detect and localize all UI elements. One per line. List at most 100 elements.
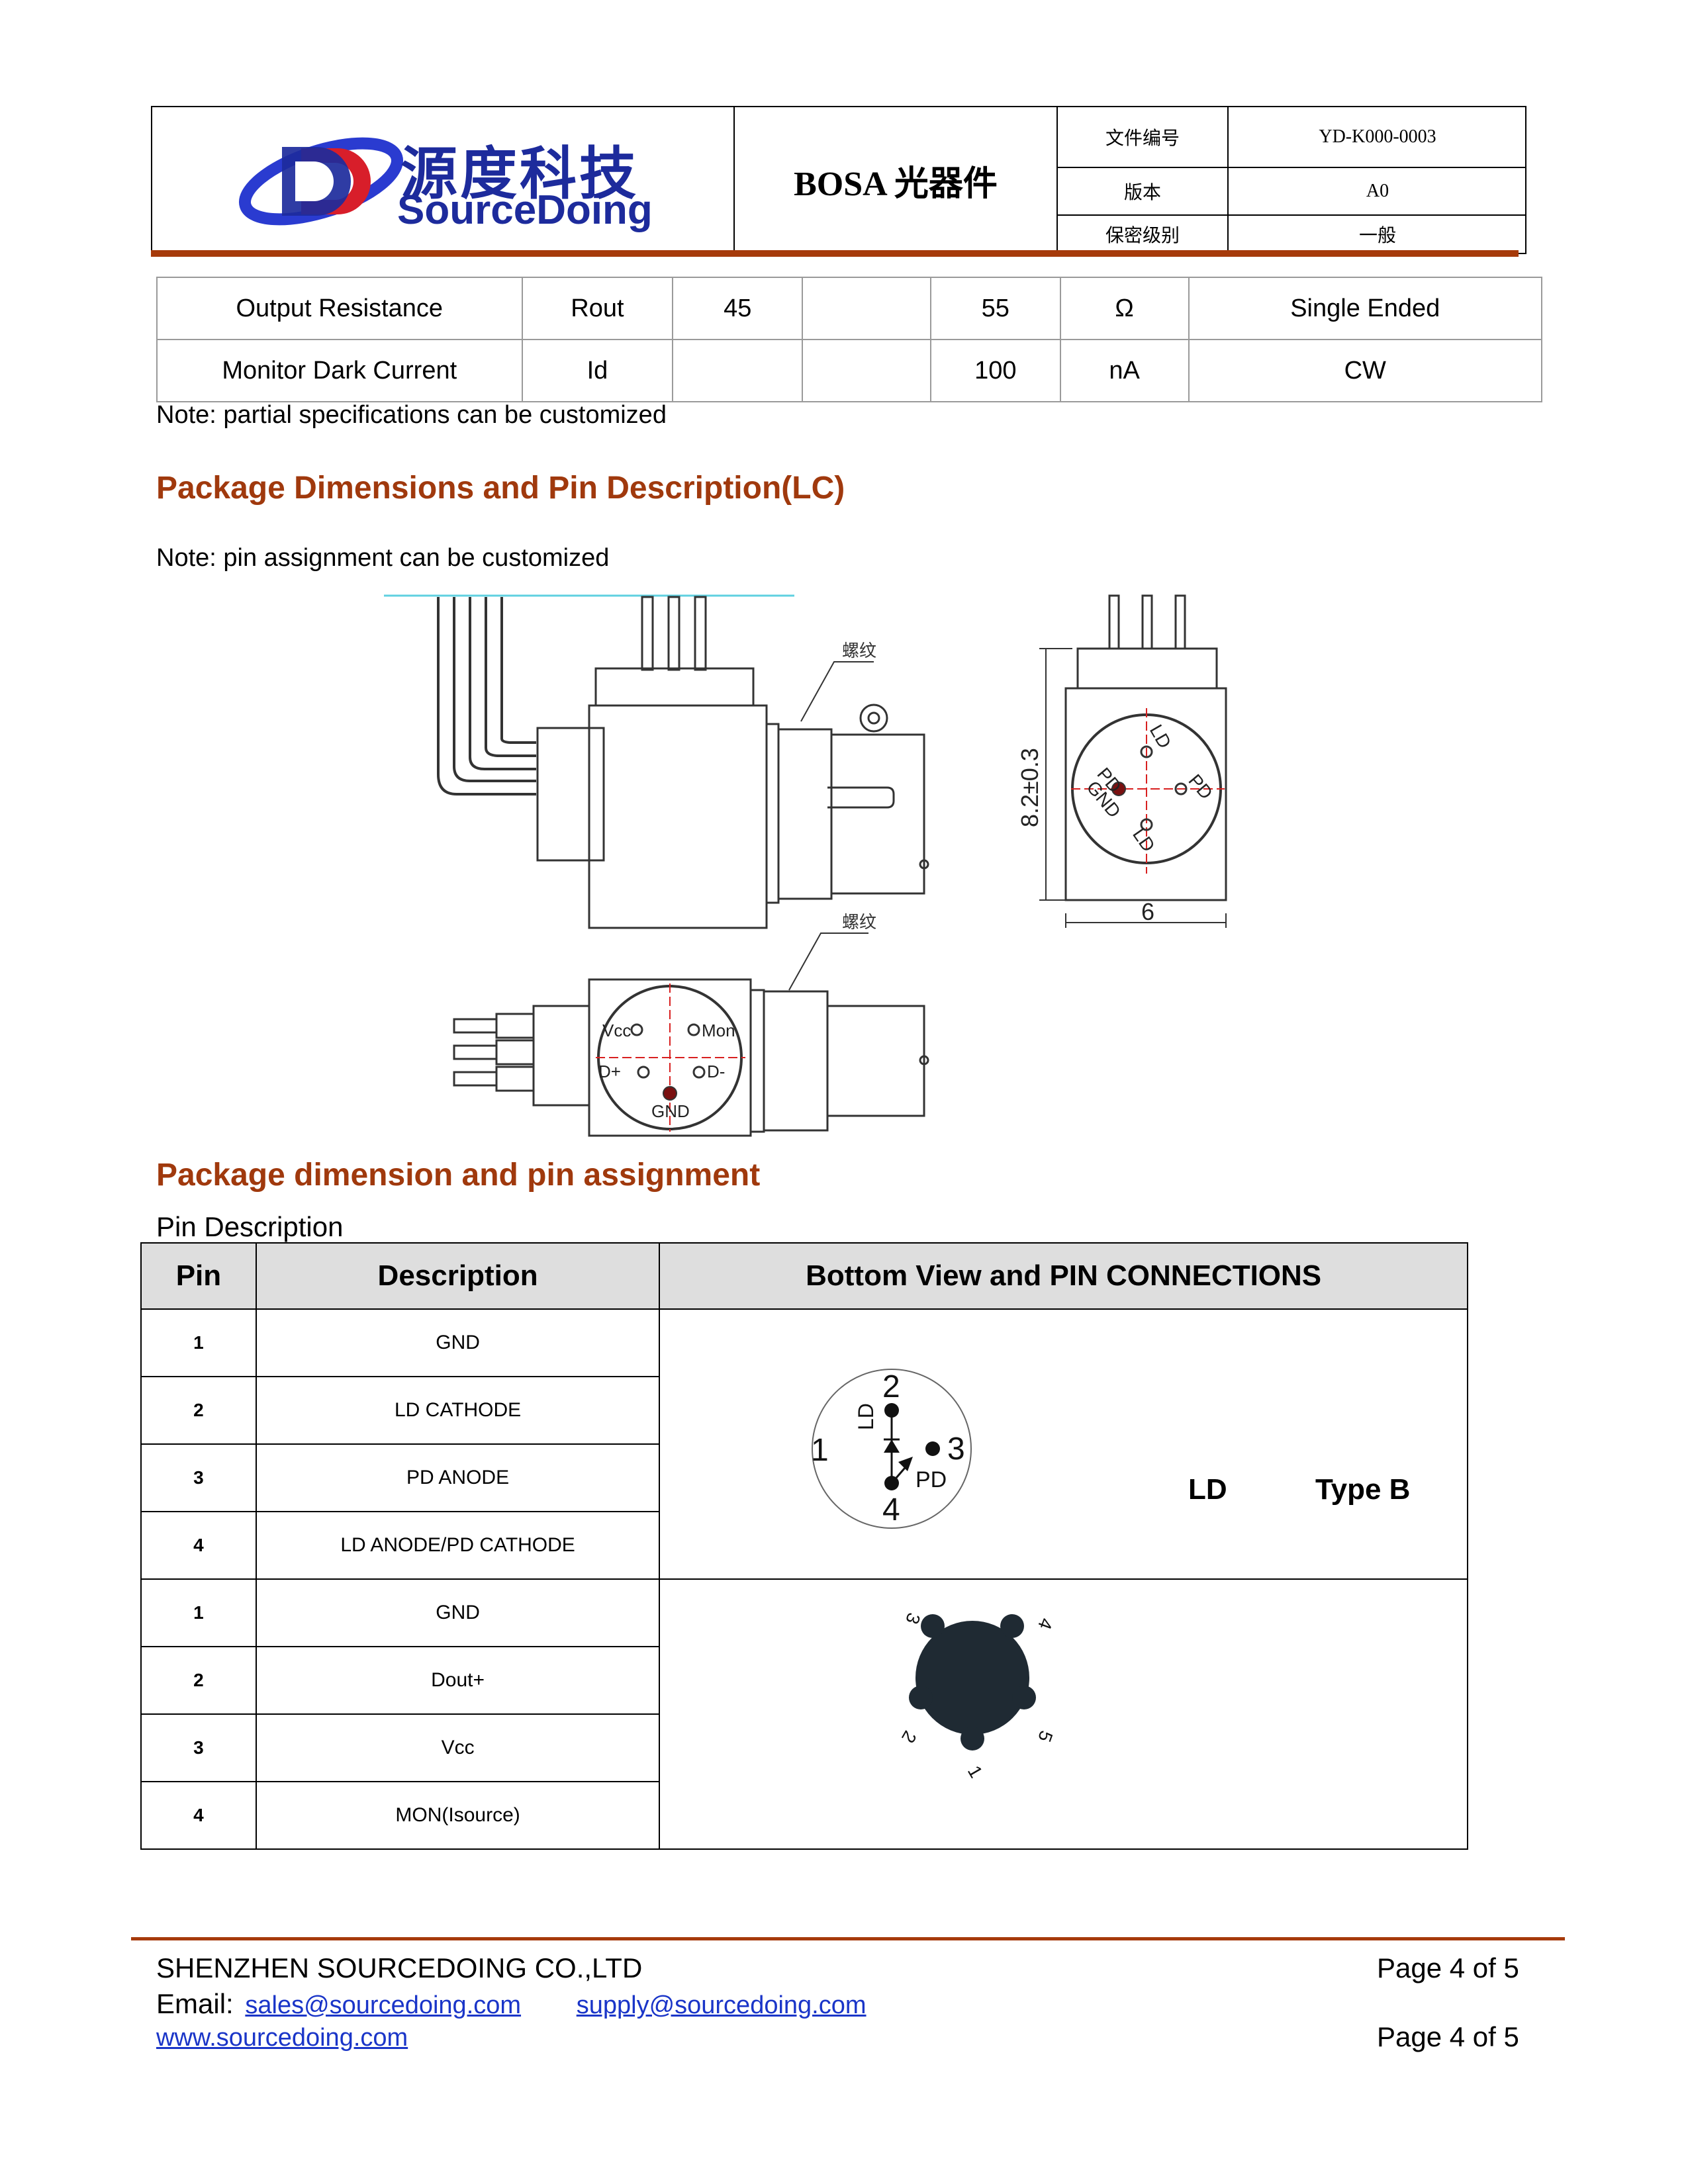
document-header: 源度科技 SourceDoing BOSA 光器件 文件编号 YD-K000-0…: [151, 106, 1526, 254]
diagram-caption-ld: LD: [1188, 1473, 1227, 1506]
pin-description: MON(Isource): [255, 1781, 661, 1850]
meta-label: 版本: [1058, 168, 1229, 214]
footer-company: SHENZHEN SOURCEDOING CO.,LTD: [156, 1952, 643, 1983]
table-cell: Id: [521, 339, 674, 402]
company-logo: [238, 137, 404, 226]
pin-number: 2: [140, 1646, 257, 1715]
diagram-pin-2: 2: [882, 1369, 900, 1404]
pin-description: GND: [255, 1308, 661, 1377]
column-header: Pin: [140, 1242, 257, 1310]
table-cell: [802, 339, 931, 402]
meta-label: 保密级别: [1058, 216, 1229, 253]
pin-number: 2: [140, 1376, 257, 1445]
table-row: 4 MON(Isource): [140, 1781, 1468, 1850]
pin-number: 3: [140, 1443, 257, 1512]
table-row: 3 Vcc: [140, 1713, 1468, 1782]
table-row: Output Resistance Rout 45 55 Ω Single En…: [156, 277, 1542, 340]
pin-description: LD ANODE/PD CATHODE: [255, 1511, 661, 1580]
pin-label-vcc: Vcc: [602, 1021, 631, 1040]
table-cell: Monitor Dark Current: [156, 339, 523, 402]
receiver-pin-3: 3: [902, 1610, 924, 1627]
table-cell: 100: [929, 339, 1061, 402]
footer-rule: [131, 1937, 1565, 1940]
logo-text-en: SourceDoing: [397, 187, 653, 233]
meta-row-confidentiality: 保密级别 一般: [1058, 216, 1526, 253]
pin-description: Vcc: [255, 1713, 661, 1782]
diagram-pin-1: 1: [811, 1433, 829, 1468]
spec-table: Output Resistance Rout 45 55 Ω Single En…: [156, 277, 1542, 402]
table-row: Monitor Dark Current Id 100 nA CW: [156, 339, 1542, 402]
footer-email-row: Email: sales@sourcedoing.com supply@sour…: [156, 1988, 867, 2020]
email-link-supply[interactable]: supply@sourcedoing.com: [576, 1991, 867, 2019]
table-cell: Single Ended: [1188, 277, 1542, 340]
email-label: Email:: [156, 1988, 234, 2019]
receiver-pin-2: 2: [898, 1727, 921, 1747]
table-row: 4 LD ANODE/PD CATHODE: [140, 1511, 1468, 1580]
section-heading-pin-assignment: Package dimension and pin assignment: [156, 1158, 761, 1193]
meta-value: YD-K000-0003: [1319, 126, 1436, 147]
pin-label-mon: Mon: [702, 1021, 735, 1040]
diagram-pin-3: 3: [947, 1432, 965, 1467]
pin-table: Pin Description Bottom View and PIN CONN…: [140, 1242, 1468, 1850]
thread-label-2: 螺纹: [842, 913, 876, 933]
meta-label: 文件编号: [1058, 107, 1229, 167]
footer-page-number: Page 4 of 5: [1377, 1952, 1519, 1983]
table-row: 2 Dout+: [140, 1646, 1468, 1715]
table-cell: 45: [672, 277, 804, 340]
pin-number: 3: [140, 1713, 257, 1782]
thread-label-1: 螺纹: [842, 641, 876, 661]
table-row: 3 PD ANODE: [140, 1443, 1468, 1512]
pin-diagram-cell-receiver: 3 4 2 5 1: [659, 1578, 1468, 1850]
logo-cell: 源度科技 SourceDoing: [152, 107, 735, 253]
receiver-pin-1: 1: [964, 1762, 987, 1782]
package-drawing: 螺纹 8.2±0.3 6 LD PD GND PD LD: [384, 594, 1227, 1137]
table-row: 2 LD CATHODE: [140, 1376, 1468, 1445]
dim-width-label: 6: [1141, 898, 1154, 925]
table-cell: CW: [1188, 339, 1542, 402]
meta-value: 一般: [1358, 226, 1396, 246]
logo-text-cn: 源度科技: [400, 141, 639, 207]
column-header: Bottom View and PIN CONNECTIONS: [659, 1242, 1468, 1310]
table-cell: Ω: [1059, 277, 1190, 340]
pin-label-dplus: D+: [598, 1062, 621, 1081]
pin-description: Dout+: [255, 1646, 661, 1715]
pin-description: PD ANODE: [255, 1443, 661, 1512]
document-meta: 文件编号 YD-K000-0003 版本 A0 保密级别 一般: [1058, 107, 1526, 253]
table-cell: 55: [929, 277, 1061, 340]
pin-number: 1: [140, 1578, 257, 1647]
table-header-row: Pin Description Bottom View and PIN CONN…: [140, 1242, 1468, 1310]
table-cell: Output Resistance: [156, 277, 523, 340]
table-row: 1 GND 2 1 3 4 LD PD LD Type B: [140, 1308, 1468, 1580]
gnd-pin-marker-front: [663, 1086, 677, 1101]
pin-assignment-note: Note: pin assignment can be customized: [156, 544, 610, 572]
table-row: 1 GND 3 4 2 5 1: [140, 1578, 1468, 1850]
receiver-pin-5: 5: [1034, 1728, 1056, 1745]
meta-row-doc-number: 文件编号 YD-K000-0003: [1058, 107, 1526, 168]
pin-description: GND: [255, 1578, 661, 1647]
pin-diagram-cell-type-b: 2 1 3 4 LD PD LD Type B: [659, 1308, 1468, 1580]
section-heading-package-lc: Package Dimensions and Pin Description(L…: [156, 471, 845, 506]
ld-bottom-view-diagram: 2 1 3 4 LD PD LD Type B: [811, 1369, 1411, 1529]
receiver-bottom-view-diagram: 3 4 2 5 1: [898, 1610, 1056, 1782]
spec-note: Note: partial specifications can be cust…: [156, 401, 667, 429]
diagram-pin-4: 4: [882, 1492, 900, 1527]
diagram-pd-label: PD: [915, 1467, 947, 1492]
meta-row-version: 版本 A0: [1058, 168, 1526, 216]
meta-value: A0: [1366, 181, 1389, 201]
pin-description: LD CATHODE: [255, 1376, 661, 1445]
diagram-ld-label: LD: [854, 1403, 878, 1430]
header-rule: [151, 250, 1519, 257]
pin-label-pd-right: PD: [1184, 770, 1217, 803]
table-cell: [672, 339, 804, 402]
pin-number: 4: [140, 1781, 257, 1850]
gnd-pin-marker: [1111, 782, 1126, 796]
pin-label-gnd-front: GND: [651, 1101, 690, 1121]
website-link[interactable]: www.sourcedoing.com: [156, 2024, 408, 2052]
pin-label-dminus: D-: [707, 1062, 725, 1081]
column-header: Description: [255, 1242, 661, 1310]
table-cell: [802, 277, 931, 340]
pin-number: 4: [140, 1511, 257, 1580]
diagram-caption-type: Type B: [1315, 1473, 1410, 1506]
pin-label-ld-bottom: LD: [1129, 825, 1159, 856]
email-link-sales[interactable]: sales@sourcedoing.com: [245, 1991, 522, 2019]
